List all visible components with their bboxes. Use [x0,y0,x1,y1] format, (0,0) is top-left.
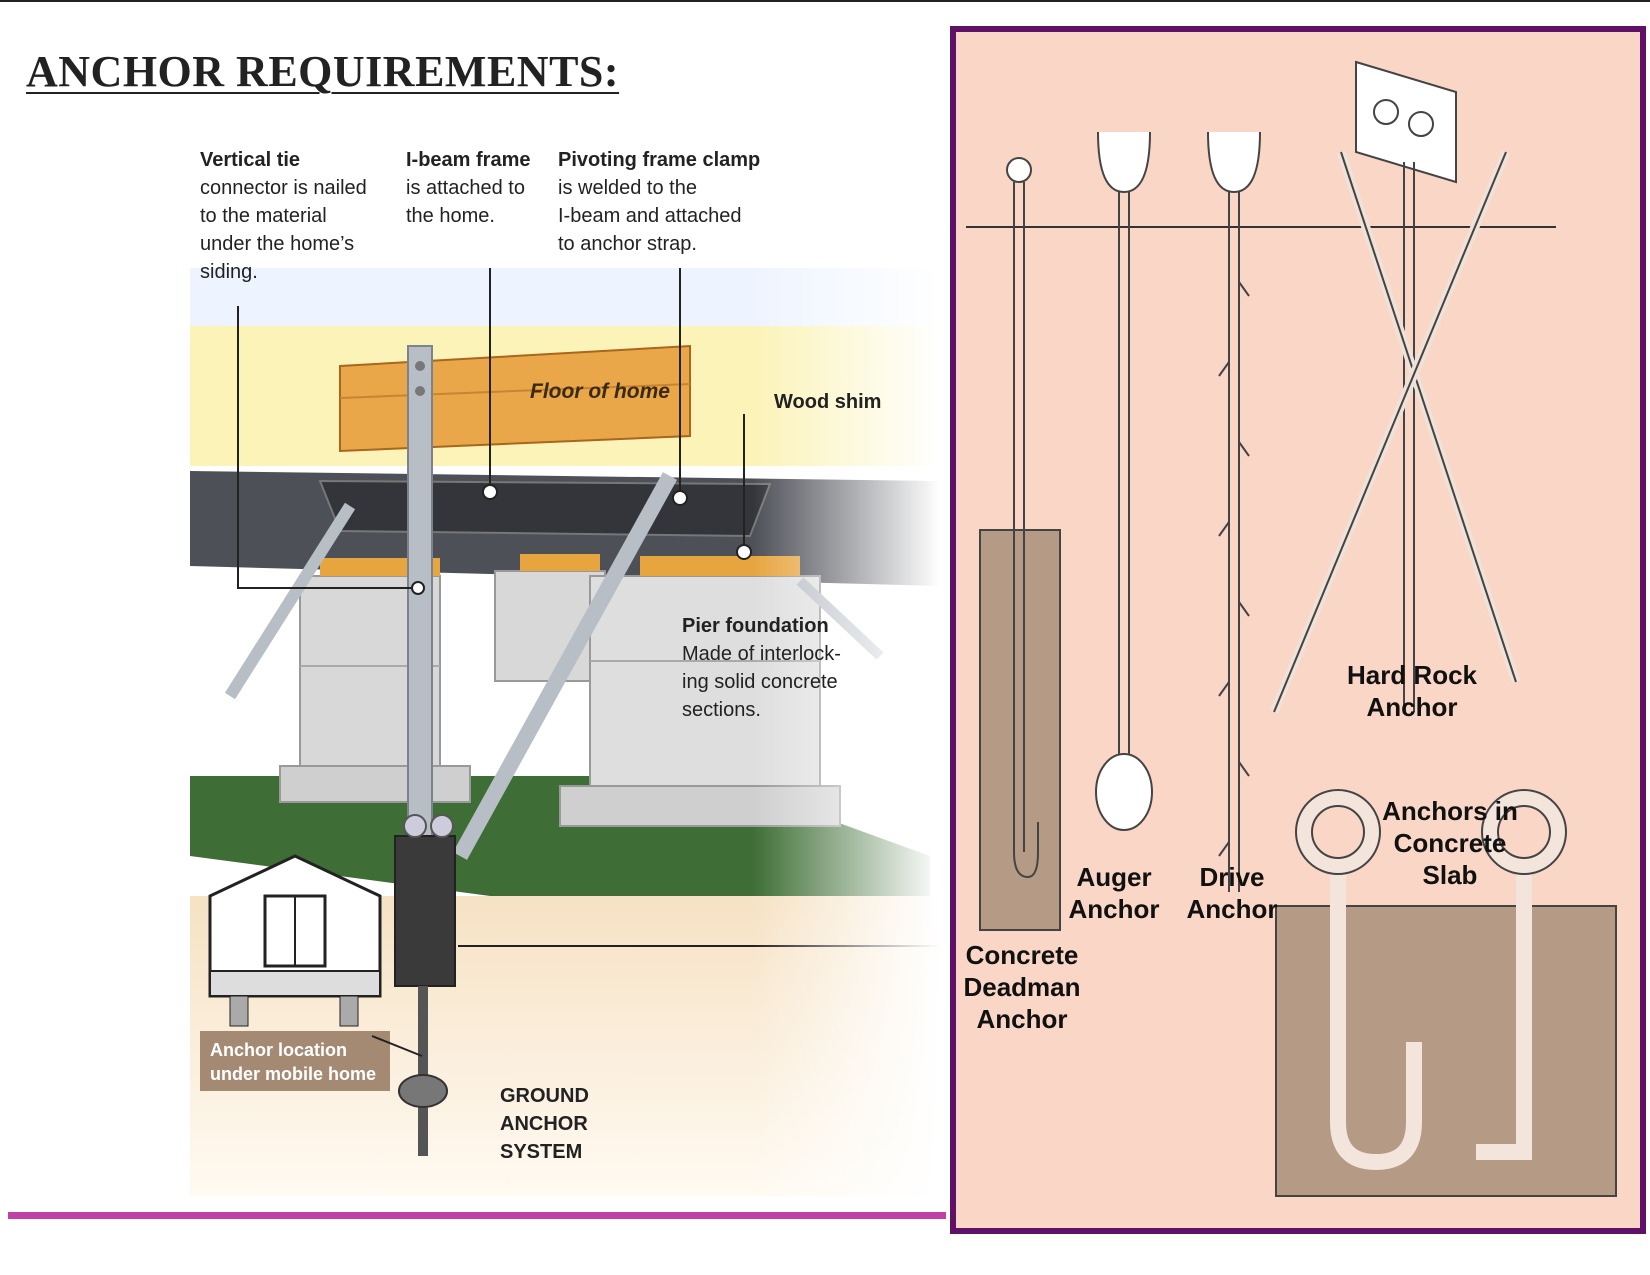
top-rule [0,0,1650,2]
svg-text:Made of interlock-: Made of interlock- [682,643,841,665]
label-hard-rock: Hard Rock Anchor [1347,660,1478,722]
svg-text:Anchor: Anchor [1367,692,1458,722]
svg-text:Concrete: Concrete [966,940,1079,970]
svg-text:ANCHOR: ANCHOR [500,1113,588,1135]
label-deadman: Concrete Deadman Anchor [963,940,1080,1034]
callout-pier: Pier foundation Made of interlock- ing s… [682,615,841,721]
bottom-accent-rule [8,1212,946,1219]
callout-shim: Wood shim [774,391,881,413]
label-drive: Drive Anchor [1187,862,1278,924]
mobile-home-anchor-diagram: Vertical tie connector is nailed to the … [190,136,940,1196]
svg-text:is welded to the: is welded to the [558,177,697,199]
svg-text:to anchor strap.: to anchor strap. [558,233,697,255]
svg-text:connector is nailed: connector is nailed [200,177,367,199]
svg-text:Pivoting frame clamp: Pivoting frame clamp [558,149,760,171]
svg-text:Concrete: Concrete [1394,828,1507,858]
drive-anchor [1207,131,1261,892]
deadman-block [979,529,1061,931]
slab-anchors-outline [1295,789,1567,875]
svg-text:Deadman: Deadman [963,972,1080,1002]
callout-anchor-location: Anchor location under mobile home [210,1040,376,1084]
svg-text:the home.: the home. [406,205,495,227]
svg-text:under the home’s: under the home’s [200,233,354,255]
svg-text:is attached to: is attached to [406,177,525,199]
callout-vertical-tie: Vertical tie connector is nailed to the … [200,149,367,283]
callout-ibeam: I-beam frame is attached to the home. [406,149,531,227]
callout-clamp: Pivoting frame clamp is welded to the I-… [558,149,760,255]
label-auger: Auger Anchor [1069,862,1160,924]
svg-text:to the material: to the material [200,205,327,227]
deadman-anchor [1006,157,1039,879]
svg-text:Drive: Drive [1199,862,1264,892]
slab-block [1275,905,1617,1197]
svg-text:GROUND: GROUND [500,1085,589,1107]
svg-text:Auger: Auger [1076,862,1151,892]
auger-anchor [1095,131,1153,831]
svg-text:sections.: sections. [682,699,761,721]
svg-text:I-beam and attached: I-beam and attached [558,205,741,227]
page-title: ANCHOR REQUIREMENTS: [26,47,620,96]
anchor-types-panel: Concrete Deadman Anchor Auger Anchor Dri… [950,26,1646,1234]
svg-text:siding.: siding. [200,261,258,283]
inset-mobile-home [200,854,423,1091]
svg-text:Vertical tie: Vertical tie [200,149,300,171]
slab-anchors [1296,790,1566,1171]
callout-ground-anchor: GROUND ANCHOR SYSTEM [500,1085,589,1163]
svg-text:Pier foundation: Pier foundation [682,615,829,637]
svg-text:I-beam frame: I-beam frame [406,149,531,171]
svg-text:Hard Rock: Hard Rock [1347,660,1478,690]
svg-text:Anchor: Anchor [1069,894,1160,924]
callout-floor: Floor of home [530,380,670,403]
label-slab: Anchors in Concrete Slab [1382,796,1518,890]
hard-rock-anchor [1269,60,1521,714]
svg-text:Anchors in: Anchors in [1382,796,1518,826]
svg-text:Anchor: Anchor [977,1004,1068,1034]
svg-text:Anchor location: Anchor location [210,1040,347,1060]
svg-text:Slab: Slab [1423,860,1478,890]
svg-text:under mobile home: under mobile home [210,1064,376,1084]
anchor-types-diagram: Concrete Deadman Anchor Auger Anchor Dri… [963,60,1617,1197]
svg-text:Anchor: Anchor [1187,894,1278,924]
svg-text:SYSTEM: SYSTEM [500,1141,582,1163]
svg-text:ing solid concrete: ing solid concrete [682,671,838,693]
